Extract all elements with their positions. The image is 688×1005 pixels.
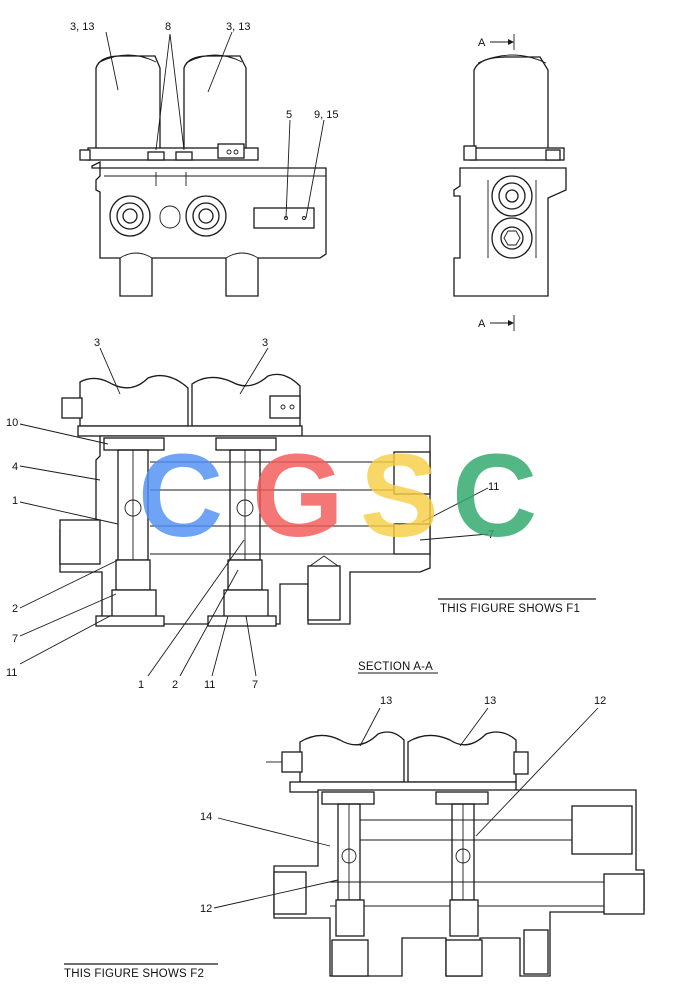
callout-9-15: 9, 15 (314, 109, 338, 121)
callout-7-left: 7 (12, 633, 18, 645)
callout-2-left: 2 (12, 603, 18, 615)
section-f2-view: 13 13 12 14 12 THIS FIGURE SHOWS F2 (64, 695, 645, 980)
figure-note-f2: THIS FIGURE SHOWS F2 (64, 968, 204, 980)
watermark-letter-c2: C (452, 430, 537, 562)
section-title: SECTION A-A (358, 661, 433, 673)
watermark-letter-g: G (252, 430, 344, 562)
callout-1-bottom: 1 (138, 679, 144, 691)
watermark: C G S C (138, 430, 537, 562)
section-f1-view: 3 3 10 4 1 2 7 11 1 2 11 7 11 7 THIS FIG… (6, 337, 596, 691)
watermark-letter-s: S (360, 430, 439, 562)
callout-4: 4 (12, 461, 18, 473)
callout-10: 10 (6, 417, 18, 429)
callout-3-left: 3 (94, 337, 100, 349)
callout-3-13-right: 3, 13 (226, 21, 250, 33)
callout-5: 5 (286, 109, 292, 121)
callout-3-right: 3 (262, 337, 268, 349)
callout-11-bottom: 11 (204, 679, 215, 691)
section-marker-a-top: A (478, 37, 486, 49)
callout-11-right: 11 (488, 481, 499, 493)
top-right-view: A A (453, 34, 567, 331)
callout-1-left: 1 (12, 495, 18, 507)
section-marker-a-bottom: A (478, 318, 486, 330)
callout-7-right: 7 (488, 529, 494, 541)
watermark-letter-c1: C (138, 430, 223, 562)
callout-12-top: 12 (594, 695, 606, 707)
callout-12-bottom: 12 (200, 903, 212, 915)
callout-2-bottom: 2 (172, 679, 178, 691)
callout-11-left: 11 (6, 667, 17, 679)
figure-note-f1: THIS FIGURE SHOWS F1 (440, 603, 580, 615)
callout-13-left: 13 (380, 695, 392, 707)
callout-3-13-left: 3, 13 (70, 21, 94, 33)
callout-13-right: 13 (484, 695, 496, 707)
callout-8: 8 (165, 21, 171, 33)
callout-7-bottom: 7 (252, 679, 258, 691)
callout-14: 14 (200, 811, 212, 823)
top-left-view: 3, 13 8 3, 13 5 9, 15 (70, 21, 338, 297)
